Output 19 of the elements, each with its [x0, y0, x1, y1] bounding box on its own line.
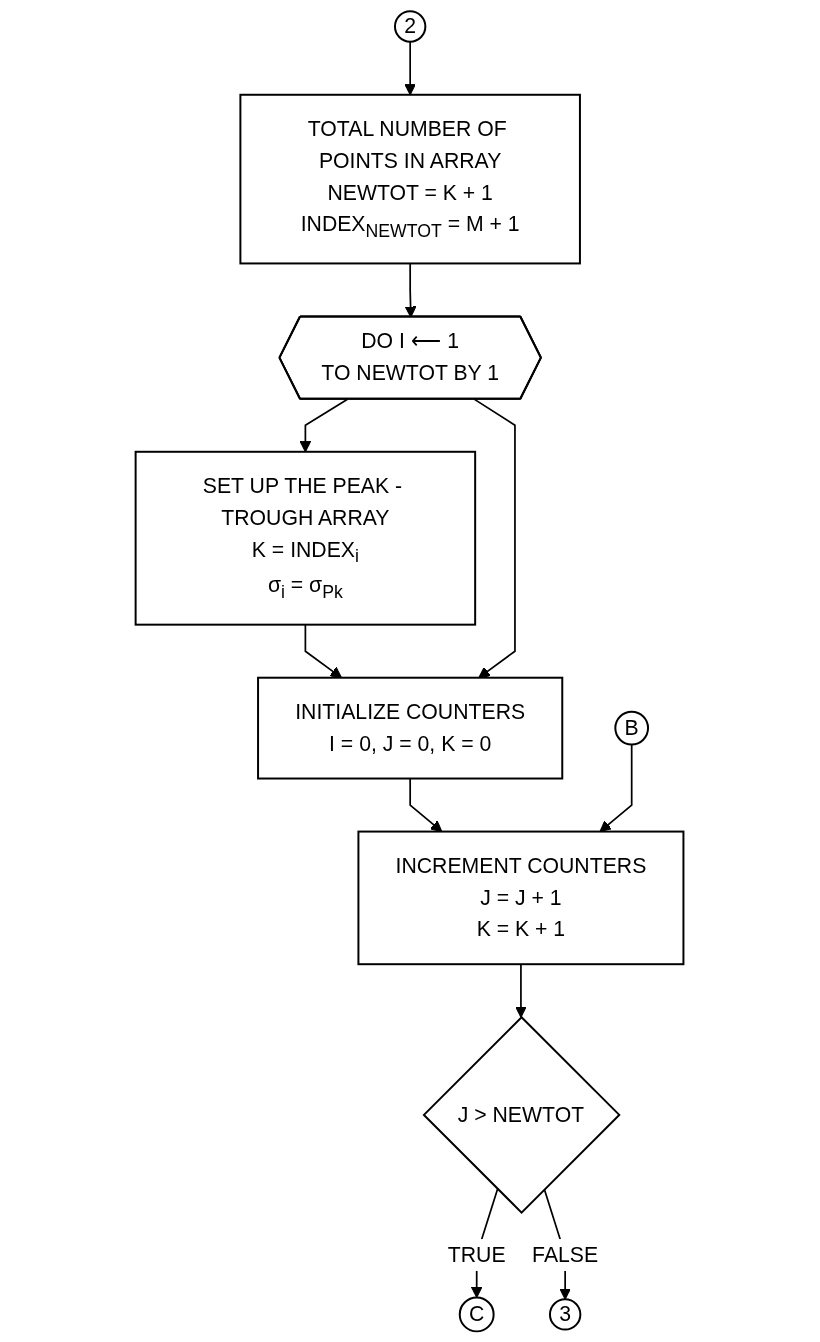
edge-label: TRUE — [448, 1243, 507, 1266]
arrow — [515, 963, 528, 1018]
arrow — [405, 262, 417, 318]
arrow — [404, 40, 417, 96]
node-circle: 2 — [394, 10, 427, 43]
node-circle: 3 — [549, 1298, 582, 1331]
node-circle: B — [614, 710, 650, 746]
node-diamond: J > NEWTOT — [423, 1015, 622, 1214]
node-circle: C — [459, 1296, 496, 1333]
arrow — [300, 398, 349, 453]
edge-label: FALSE — [532, 1243, 599, 1266]
arrow — [305, 623, 343, 679]
node-box: INCREMENT COUNTERS J = J + 1 K = K + 1 — [357, 830, 685, 966]
arrow — [600, 743, 633, 833]
arrow — [409, 777, 443, 833]
node-box: SET UP THE PEAK - TROUGH ARRAY K = INDEX$_{i}$ σ$_{i}$ = σ$_{Pk}$ — [135, 450, 477, 626]
node-box: INITIALIZE COUNTERS I = 0, J = 0, K = 0 — [257, 676, 564, 780]
node-box: TOTAL NUMBER OF POINTS IN ARRAY NEWTOT = K + 1 INDEX$_{NEWTOT}$ = M + 1 — [239, 93, 582, 265]
arrow — [474, 398, 517, 679]
